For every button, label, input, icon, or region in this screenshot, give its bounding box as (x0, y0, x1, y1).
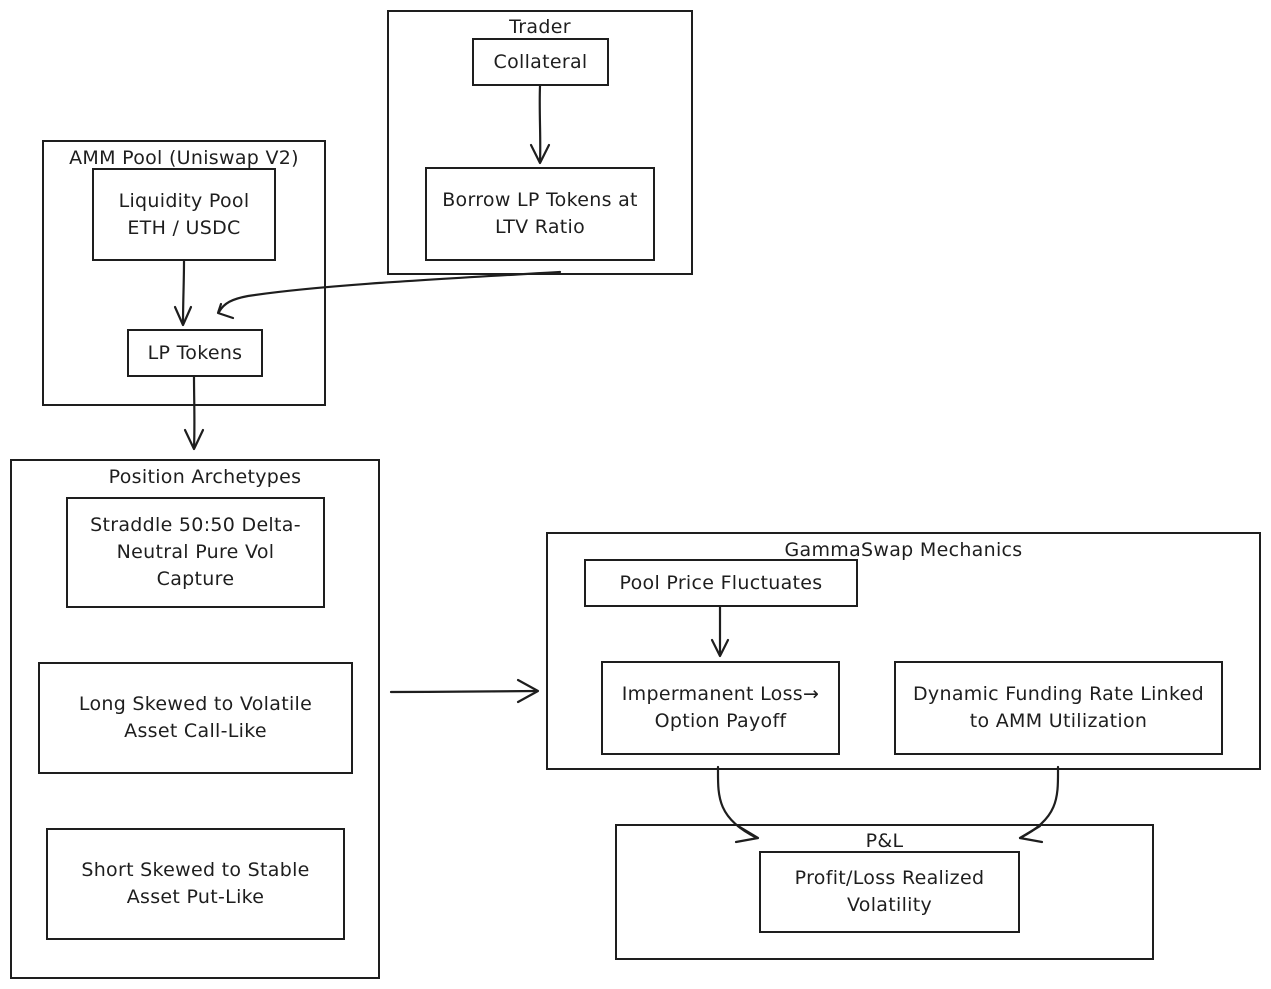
collateral-label: Collateral (493, 50, 588, 73)
profit-loss-label: Profit/Loss Realized Volatility (794, 867, 985, 916)
pnl-group (615, 824, 1154, 960)
arrow-archetypes-to-mechanics (389, 678, 540, 704)
long-node: Long Skewed to Volatile Asset Call-Like (38, 662, 353, 774)
trader-group-title: Trader (509, 16, 571, 38)
gammaswap-mechanics-group-title: GammaSwap Mechanics (784, 539, 1023, 561)
short-node: Short Skewed to Stable Asset Put-Like (46, 828, 345, 940)
straddle-node: Straddle 50:50 Delta-Neutral Pure Vol Ca… (66, 497, 325, 608)
short-label: Short Skewed to Stable Asset Put-Like (81, 859, 310, 908)
collateral-node: Collateral (472, 38, 609, 86)
funding-rate-node: Dynamic Funding Rate Linked to AMM Utili… (894, 661, 1223, 755)
lp-tokens-label: LP Tokens (147, 341, 243, 364)
liquidity-pool-label: Liquidity Pool ETH / USDC (118, 189, 250, 239)
pool-price-label: Pool Price Fluctuates (619, 571, 823, 594)
straddle-label: Straddle 50:50 Delta-Neutral Pure Vol Ca… (90, 514, 301, 590)
amm-pool-group-title: AMM Pool (Uniswap V2) (69, 147, 299, 169)
position-archetypes-group-title: Position Archetypes (108, 466, 302, 488)
pnl-group-title: P&L (865, 830, 904, 852)
profit-loss-node: Profit/Loss Realized Volatility (759, 851, 1020, 933)
gammaswap-mechanics-group (546, 532, 1261, 770)
impermanent-loss-node: Impermanent Loss→ Option Payoff (601, 661, 840, 755)
position-archetypes-group (10, 459, 380, 979)
lp-tokens-node: LP Tokens (127, 329, 263, 377)
pool-price-node: Pool Price Fluctuates (584, 559, 858, 607)
liquidity-pool-node: Liquidity Pool ETH / USDC (92, 168, 276, 261)
borrow-lp-tokens-label: Borrow LP Tokens at LTV Ratio (442, 189, 638, 238)
long-label: Long Skewed to Volatile Asset Call-Like (78, 693, 313, 742)
funding-rate-label: Dynamic Funding Rate Linked to AMM Utili… (913, 683, 1204, 732)
impermanent-loss-label: Impermanent Loss→ Option Payoff (621, 683, 820, 732)
borrow-lp-tokens-node: Borrow LP Tokens at LTV Ratio (425, 167, 655, 261)
